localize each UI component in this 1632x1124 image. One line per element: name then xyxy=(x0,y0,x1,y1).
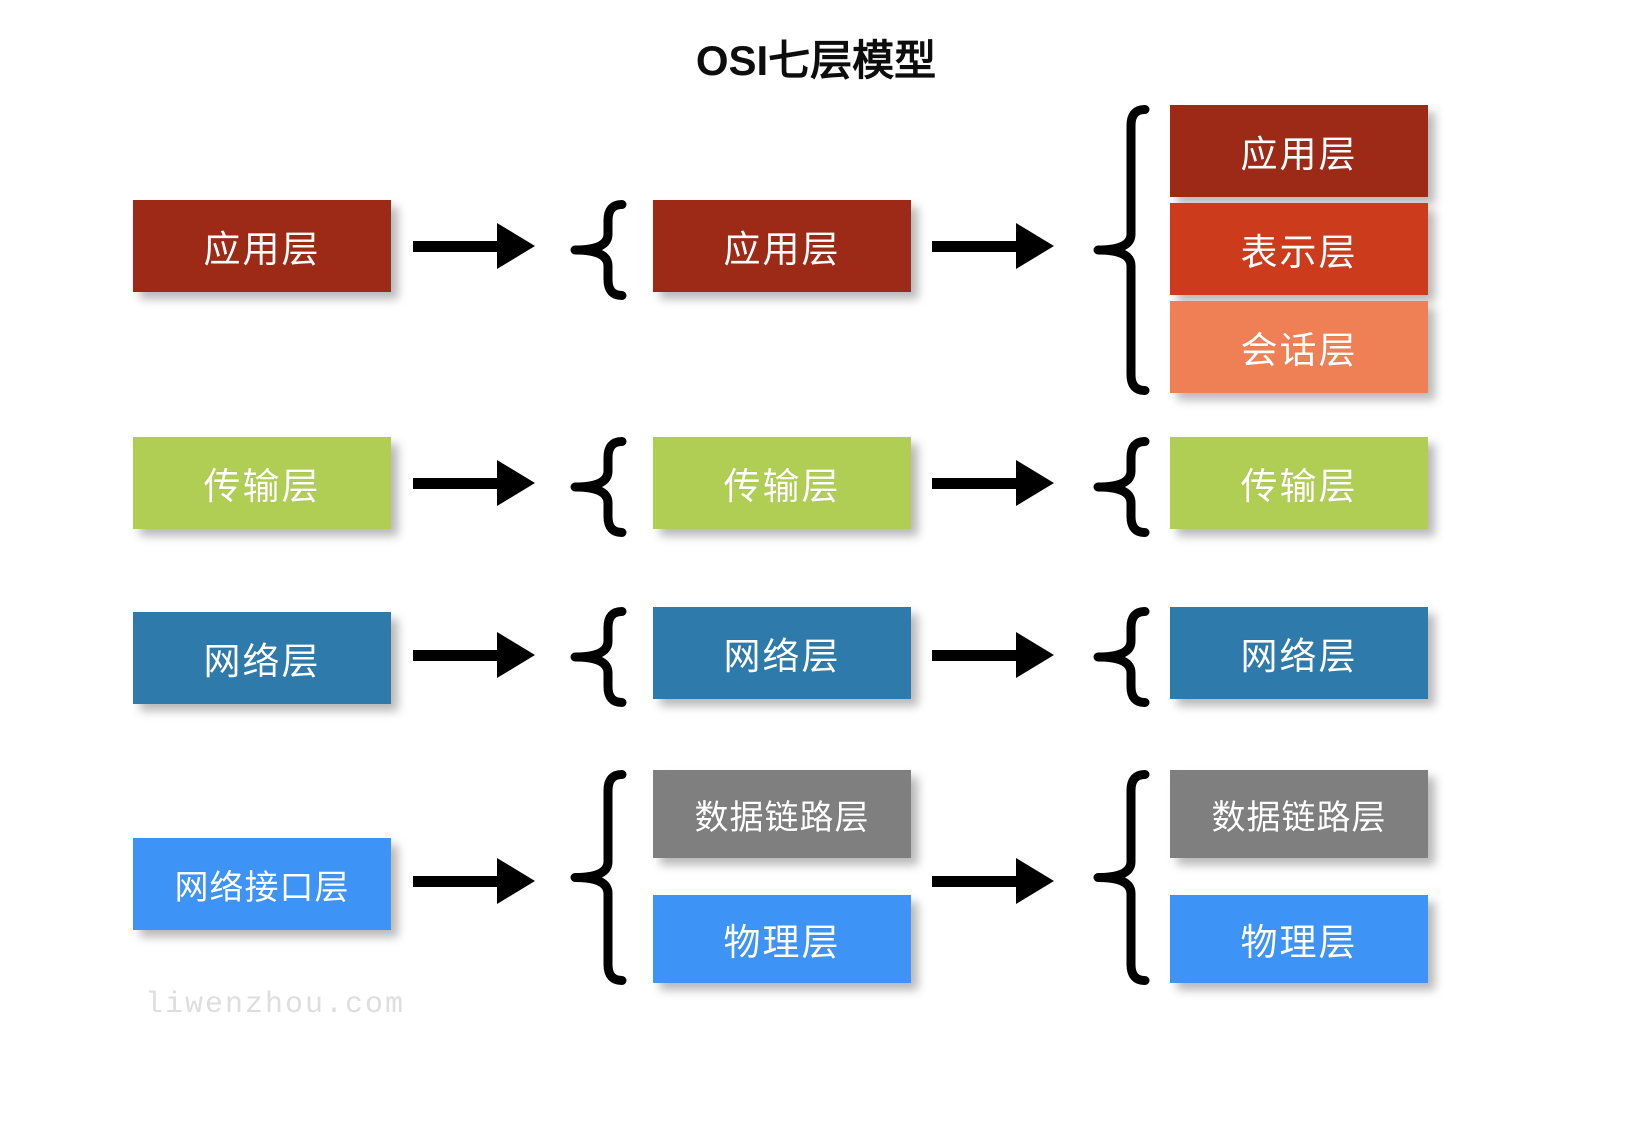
arrow-head-icon xyxy=(497,632,535,678)
arrow-network-col1-col2 xyxy=(413,632,535,678)
layer-box-five-layer-3: 数据链路层 xyxy=(653,770,911,858)
layer-box-osi-seven-layer-6: 物理层 xyxy=(1170,895,1428,983)
arrow-head-icon xyxy=(497,223,535,269)
brace-path xyxy=(1093,105,1150,395)
layer-box-five-layer-1: 传输层 xyxy=(653,437,911,529)
watermark-text: liwenzhou.com xyxy=(145,988,406,1022)
arrow-shaft xyxy=(932,477,1020,489)
layer-box-tcp-ip-four-layer-1: 传输层 xyxy=(133,437,391,529)
brace-col3-linkphysical xyxy=(1093,770,1150,985)
arrow-shaft xyxy=(932,240,1020,252)
brace-path xyxy=(570,200,627,300)
arrow-transport-col2-col3 xyxy=(932,460,1054,506)
page-title: OSI七层模型 xyxy=(695,37,937,84)
brace-path xyxy=(1093,770,1150,985)
layer-box-osi-seven-layer-1: 表示层 xyxy=(1170,203,1428,295)
arrow-app-col1-col2 xyxy=(413,223,535,269)
arrow-netif-col1-col2 xyxy=(413,858,535,904)
arrow-head-icon xyxy=(1016,223,1054,269)
layer-box-five-layer-4: 物理层 xyxy=(653,895,911,983)
arrow-head-icon xyxy=(1016,632,1054,678)
layer-box-osi-seven-layer-3: 传输层 xyxy=(1170,437,1428,529)
arrow-shaft xyxy=(413,649,501,661)
layer-box-five-layer-2: 网络层 xyxy=(653,607,911,699)
arrow-link-col2-col3 xyxy=(932,858,1054,904)
brace-col2-transport xyxy=(570,437,627,537)
brace-col2-network xyxy=(570,607,627,707)
brace-path xyxy=(1093,607,1150,707)
layer-box-five-layer-0: 应用层 xyxy=(653,200,911,292)
layer-box-osi-seven-layer-4: 网络层 xyxy=(1170,607,1428,699)
brace-path xyxy=(570,607,627,707)
brace-path xyxy=(570,770,627,985)
arrow-shaft xyxy=(413,240,501,252)
arrow-head-icon xyxy=(1016,858,1054,904)
brace-col2-linkphysical xyxy=(570,770,627,985)
arrow-head-icon xyxy=(497,460,535,506)
arrow-shaft xyxy=(932,649,1020,661)
layer-box-tcp-ip-four-layer-0: 应用层 xyxy=(133,200,391,292)
arrow-head-icon xyxy=(497,858,535,904)
layer-box-osi-seven-layer-0: 应用层 xyxy=(1170,105,1428,197)
arrow-app-col2-col3 xyxy=(932,223,1054,269)
arrow-network-col2-col3 xyxy=(932,632,1054,678)
layer-box-osi-seven-layer-2: 会话层 xyxy=(1170,301,1428,393)
brace-col3-network xyxy=(1093,607,1150,707)
arrow-shaft xyxy=(413,477,501,489)
brace-path xyxy=(570,437,627,537)
layer-box-tcp-ip-four-layer-3: 网络接口层 xyxy=(133,838,391,930)
arrow-shaft xyxy=(932,875,1020,887)
brace-col3-transport xyxy=(1093,437,1150,537)
layer-box-osi-seven-layer-5: 数据链路层 xyxy=(1170,770,1428,858)
arrow-transport-col1-col2 xyxy=(413,460,535,506)
brace-col3-application xyxy=(1093,105,1150,395)
arrow-shaft xyxy=(413,875,501,887)
brace-path xyxy=(1093,437,1150,537)
brace-col2-application xyxy=(570,200,627,300)
layer-box-tcp-ip-four-layer-2: 网络层 xyxy=(133,612,391,704)
arrow-head-icon xyxy=(1016,460,1054,506)
